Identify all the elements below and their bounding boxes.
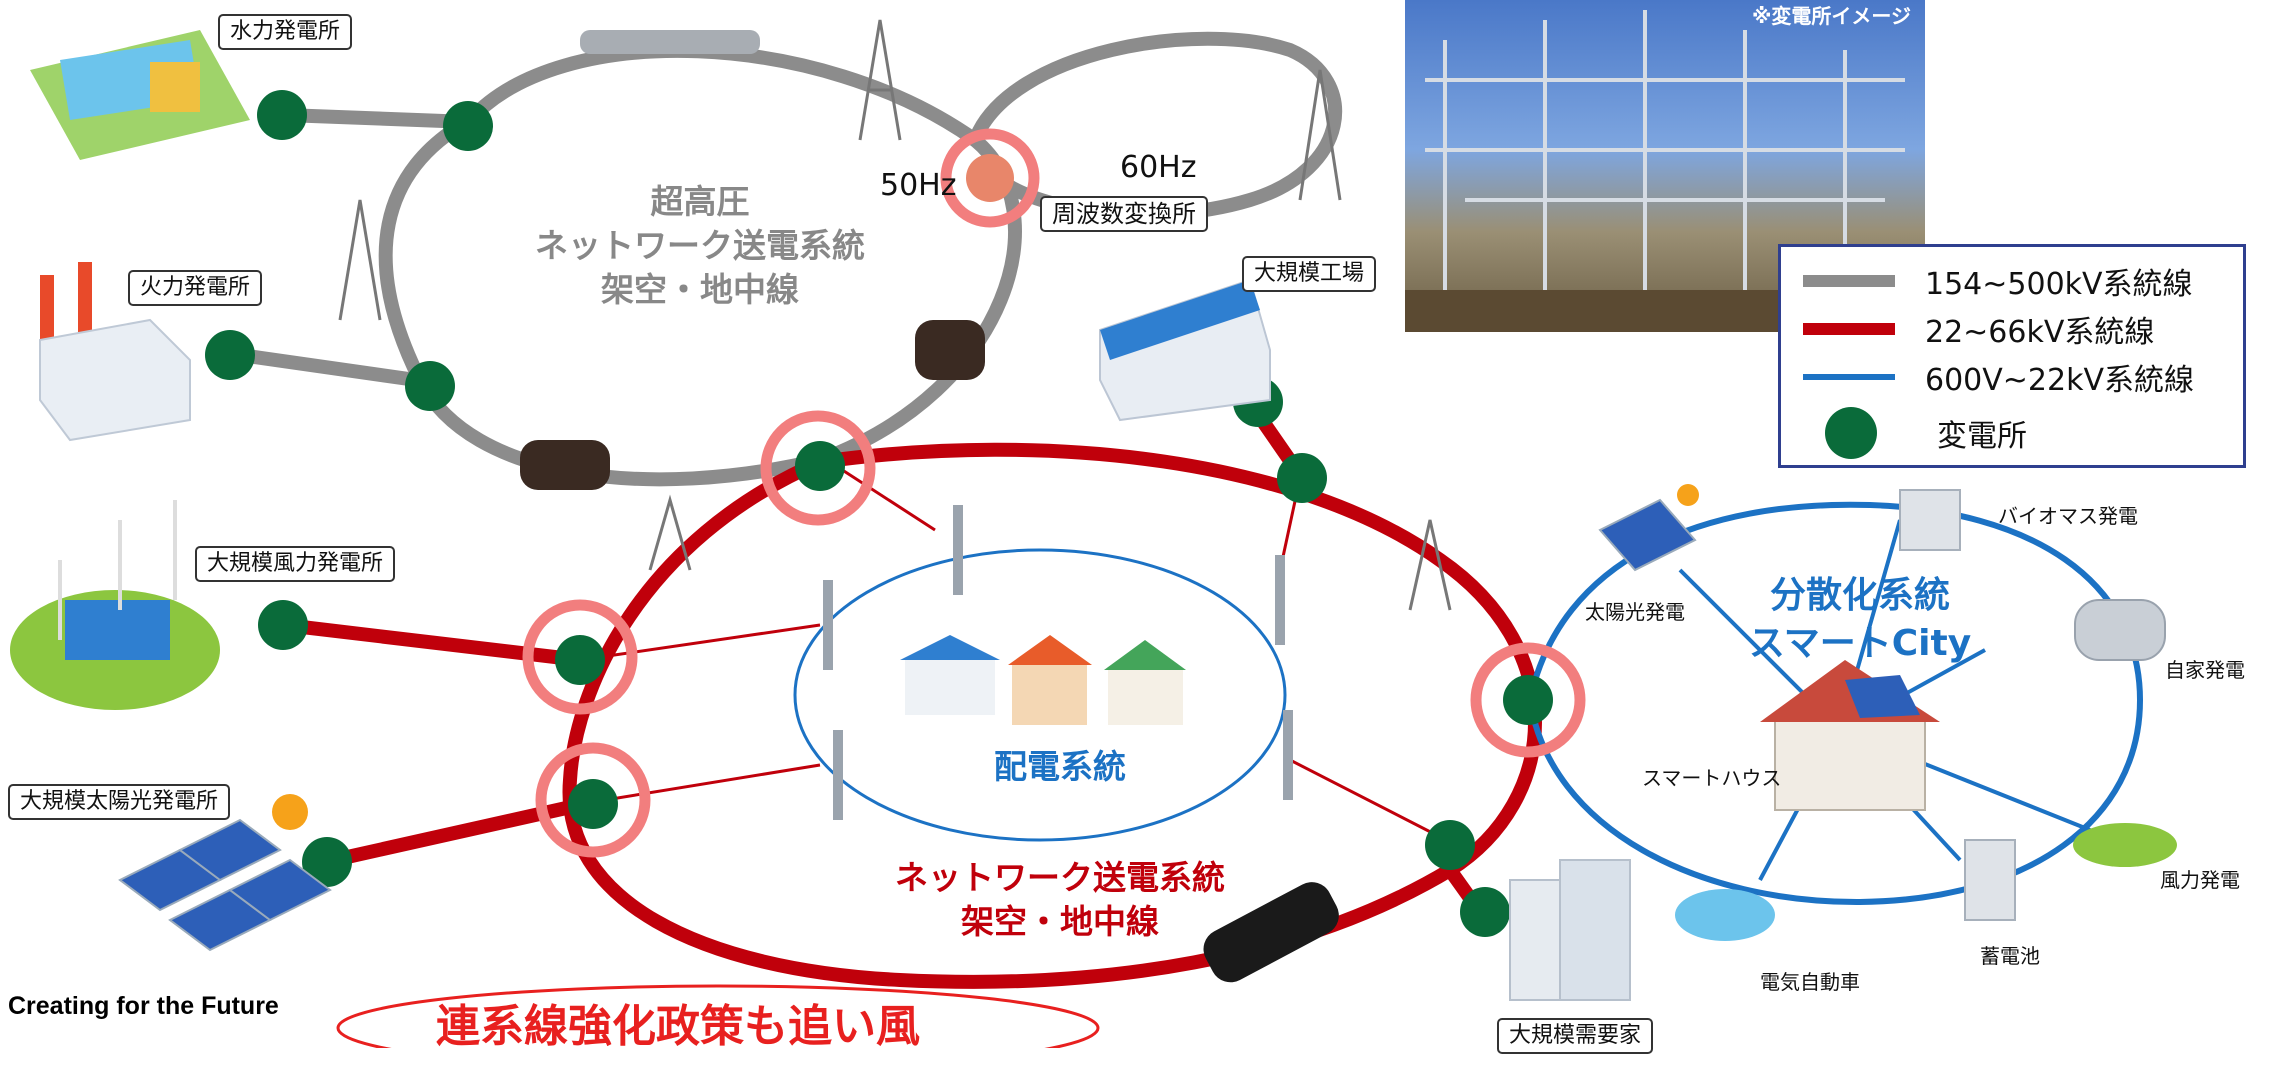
substations bbox=[205, 90, 1553, 937]
distribution-title: 配電系統 bbox=[994, 747, 1126, 786]
legend-item-transmission: 22~66kV系統線 bbox=[1803, 309, 2155, 350]
trans-title-line2: 架空・地中線 bbox=[961, 902, 1159, 941]
slogan-text: 連系線強化政策も追い風 bbox=[436, 1001, 920, 1052]
solar-farm-label: 大規模太陽光発電所 bbox=[8, 784, 231, 820]
thermal-label: 火力発電所 bbox=[128, 270, 263, 306]
pylons bbox=[338, 19, 1452, 611]
legend-blue-line-swatch bbox=[1803, 374, 1895, 380]
cable-illustrations bbox=[520, 30, 1339, 983]
highlight-rings bbox=[522, 128, 1586, 858]
factory-label: 大規模工場 bbox=[1242, 256, 1377, 292]
smart-solar-label: 太陽光発電 bbox=[1585, 600, 1685, 624]
ehv-network-title: 超高圧 ネットワーク送電系統 架空・地中線 bbox=[530, 180, 870, 312]
wind-farm-label: 大規模風力発電所 bbox=[195, 546, 396, 582]
transmission-network-title: ネットワーク送電系統 架空・地中線 bbox=[870, 856, 1250, 944]
slogan-container: 連系線強化政策も追い風 bbox=[340, 988, 1096, 1070]
hz60-label: 60Hz bbox=[1120, 150, 1197, 185]
ehv-title-line3: 架空・地中線 bbox=[601, 270, 799, 309]
legend: 154~500kV系統線 22~66kV系統線 600V~22kV系統線 変電所 bbox=[1778, 244, 2246, 468]
trans-title-line1: ネットワーク送電系統 bbox=[895, 858, 1225, 897]
smart-house-illustration bbox=[1760, 660, 1940, 811]
ehv-title-line2: ネットワーク送電系統 bbox=[535, 226, 865, 265]
legend-distribution-label: 600V~22kV系統線 bbox=[1925, 363, 2194, 398]
smart-private-gen-label: 自家発電 bbox=[2165, 658, 2245, 682]
legend-item-substation: 変電所 bbox=[1803, 407, 2027, 459]
grid-diagram bbox=[10, 19, 2177, 1048]
photo-caption: ※変電所イメージ bbox=[1751, 4, 1911, 28]
legend-substation-label: 変電所 bbox=[1937, 419, 2027, 454]
frequency-converter-node bbox=[966, 154, 1014, 202]
smart-wind-label: 風力発電 bbox=[2160, 868, 2240, 892]
hydro-plant-illustration bbox=[30, 30, 250, 160]
ehv-title-line1: 超高圧 bbox=[650, 182, 750, 221]
hydro-label: 水力発電所 bbox=[218, 14, 353, 50]
legend-substation-swatch bbox=[1825, 407, 1877, 459]
smart-house-label: スマートハウス bbox=[1642, 766, 1782, 790]
smart-battery-label: 蓄電池 bbox=[1980, 944, 2040, 968]
slogan-outline bbox=[336, 984, 1100, 1048]
legend-transmission-label: 22~66kV系統線 bbox=[1925, 315, 2155, 350]
building-illustration bbox=[1509, 859, 1631, 1001]
smart-city-title: 分散化系統 スマートCity bbox=[1700, 572, 2020, 668]
utility-poles bbox=[823, 505, 1293, 820]
legend-grey-line-swatch bbox=[1803, 275, 1895, 287]
thermal-plant-illustration bbox=[39, 262, 191, 442]
legend-red-line-swatch bbox=[1803, 323, 1895, 335]
factory-illustration bbox=[1099, 278, 1271, 422]
solar-farm-illustration bbox=[118, 794, 332, 952]
large-demand-label: 大規模需要家 bbox=[1497, 1018, 1654, 1054]
legend-ehv-label: 154~500kV系統線 bbox=[1925, 267, 2193, 302]
distribution-ring bbox=[793, 548, 1287, 842]
wind-farm-illustration bbox=[10, 500, 220, 710]
footer-tagline: Creating for the Future bbox=[8, 992, 279, 1020]
smart-title-line2: スマートCity bbox=[1748, 623, 1972, 664]
houses-illustration bbox=[900, 635, 1186, 725]
smart-title-line1: 分散化系統 bbox=[1769, 575, 1950, 616]
smart-city-illustrations bbox=[1598, 484, 2177, 941]
frequency-converter-label: 周波数変換所 bbox=[1040, 196, 1208, 232]
hz50-label: 50Hz bbox=[880, 168, 957, 203]
legend-item-ehv: 154~500kV系統線 bbox=[1803, 261, 2193, 302]
smart-biomass-label: バイオマス発電 bbox=[1998, 504, 2138, 528]
legend-item-distribution: 600V~22kV系統線 bbox=[1803, 357, 2194, 398]
smart-ev-label: 電気自動車 bbox=[1760, 970, 1860, 994]
